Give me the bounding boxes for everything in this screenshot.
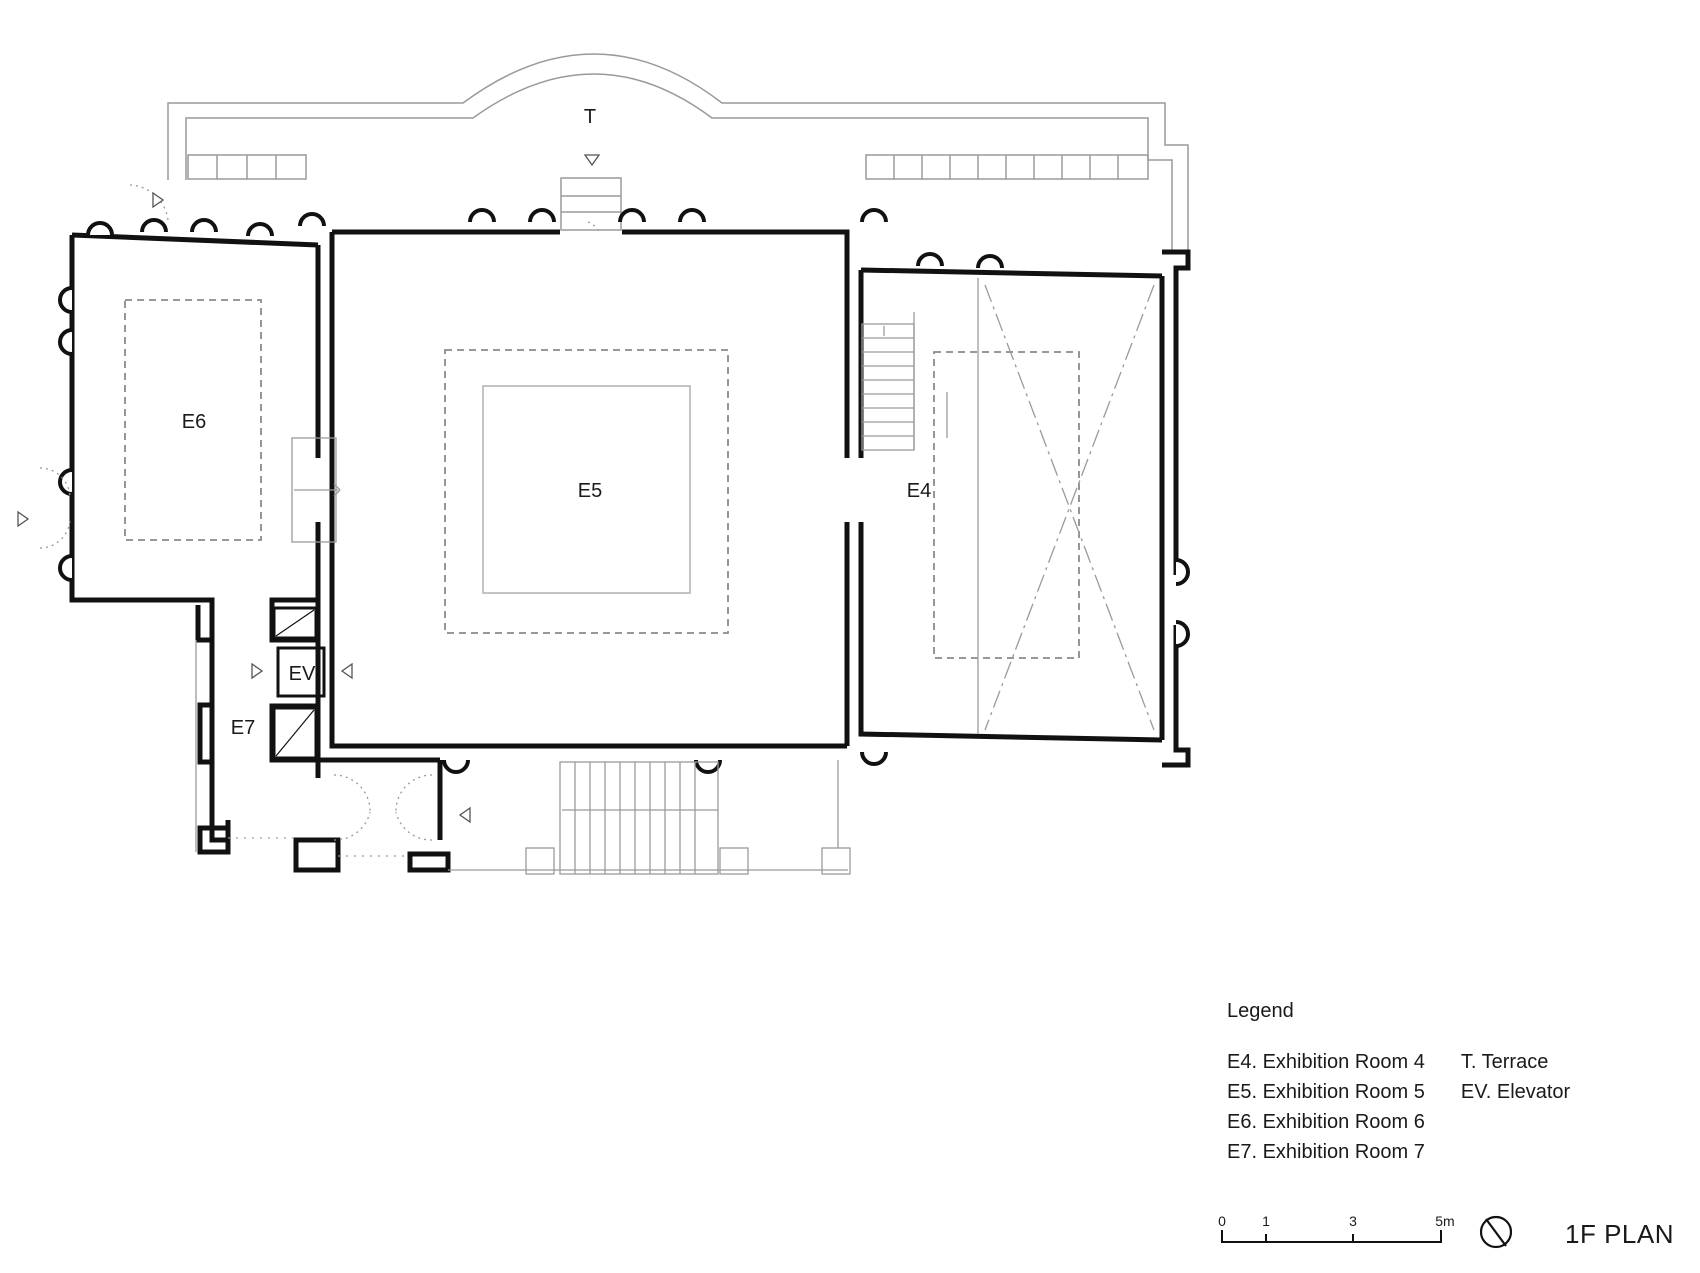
- legend-item: E7. Exhibition Room 7: [1227, 1141, 1425, 1163]
- legend-item: T. Terrace: [1460, 1051, 1549, 1073]
- legend-item: E5. Exhibition Room 5: [1227, 1081, 1425, 1103]
- legend: Legend E4. Exhibition Room 4 E5. Exhibit…: [1227, 1000, 1667, 1167]
- legend-item: EV. Elevator: [1460, 1081, 1571, 1103]
- legend-title: Legend: [1227, 1000, 1294, 1022]
- room-label-e4: E4: [907, 480, 931, 502]
- room-label-terrace: T: [584, 106, 596, 128]
- elevator-shafts: [272, 606, 326, 760]
- entry-arrows: [17, 154, 601, 824]
- legend-item: E4. Exhibition Room 4: [1227, 1051, 1425, 1073]
- e6-exhibit-frame: [124, 299, 262, 541]
- room-label-e5: E5: [578, 480, 602, 502]
- scale-tick-0: 0: [1218, 1213, 1226, 1229]
- scale-tick-3: 3: [1349, 1213, 1357, 1229]
- legend-column-other: T. Terrace EV. Elevator: [1461, 1047, 1570, 1167]
- legend-columns: E4. Exhibition Room 4 E5. Exhibition Roo…: [1227, 1047, 1667, 1167]
- passage-e6-e5: [291, 437, 341, 543]
- scale-tick-1: 1: [1262, 1213, 1270, 1229]
- room-label-e6: E6: [182, 411, 206, 433]
- room-label-elevator: EV: [289, 663, 316, 685]
- building-walls: [69, 229, 1191, 873]
- terrace-outline: [167, 53, 1189, 252]
- wall-columns: [58, 208, 1190, 774]
- door-swings: [39, 184, 601, 841]
- scale-bar: 0 1 3 5m: [1218, 1213, 1455, 1243]
- e4-stair-and-void: [861, 278, 1155, 734]
- scale-tick-5m: 5m: [1435, 1213, 1454, 1229]
- entrance-steps: [195, 640, 851, 875]
- plan-title: 1F PLAN: [1565, 1219, 1674, 1249]
- e5-exhibit-frames: [444, 349, 729, 634]
- legend-item: E6. Exhibition Room 6: [1227, 1111, 1425, 1133]
- legend-column-rooms: E4. Exhibition Room 4 E5. Exhibition Roo…: [1227, 1047, 1425, 1167]
- north-arrow-icon: [1479, 1215, 1513, 1249]
- room-label-e7: E7: [231, 717, 255, 739]
